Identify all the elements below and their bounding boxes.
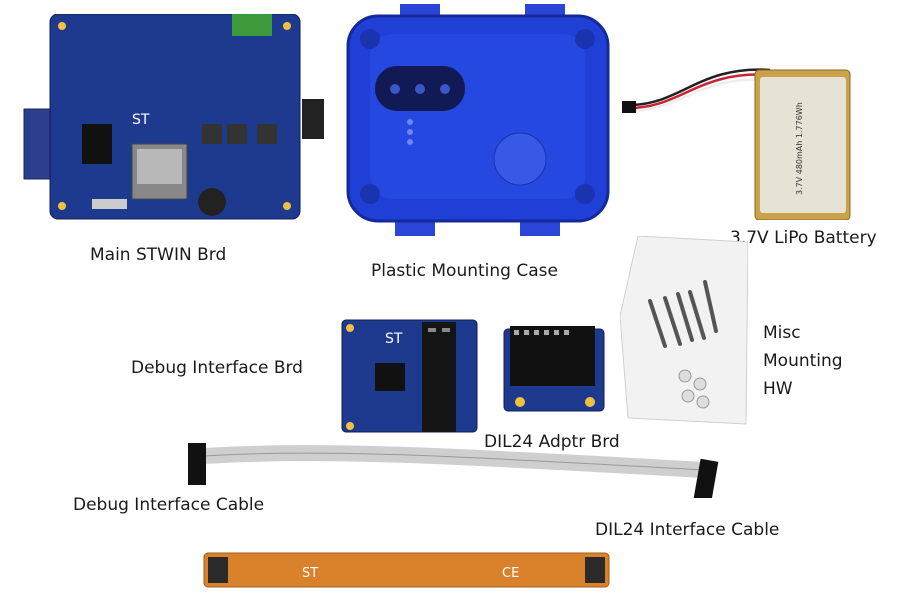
board-st-logo: ST <box>132 112 150 128</box>
case-label: Plastic Mounting Case <box>371 261 558 281</box>
misc-label-line-1: Misc <box>763 323 801 343</box>
lipo-battery-image: 3.7V 480mAh 1.776Wh <box>620 45 860 220</box>
misc-label-line-3: HW <box>763 379 793 399</box>
misc-label-line-2: Mounting <box>763 351 843 371</box>
battery-label: 3.7V LiPo Battery <box>730 228 877 248</box>
misc-hardware-label: Misc Mounting HW <box>763 322 863 400</box>
dil-adapter-label: DIL24 Adptr Brd <box>484 432 620 452</box>
debug-board-label: Debug Interface Brd <box>131 358 303 378</box>
flex-cable-st-logo: ST <box>302 566 318 581</box>
debug-board-st-logo: ST <box>385 331 403 347</box>
flex-cable-ce-mark: CE <box>502 566 519 581</box>
dil24-flex-cable-image: ST CE <box>202 545 612 593</box>
debug-interface-cable-image <box>185 438 725 498</box>
misc-hardware-bag-image <box>620 236 748 426</box>
dil-cable-label: DIL24 Interface Cable <box>595 520 780 540</box>
debug-cable-label: Debug Interface Cable <box>73 495 265 515</box>
battery-text: 3.7V 480mAh 1.776Wh <box>795 102 804 195</box>
debug-interface-board-image: ST <box>340 318 480 436</box>
main-stwin-board-image: ST <box>22 14 332 224</box>
main-board-label: Main STWIN Brd <box>90 245 227 265</box>
plastic-case-image <box>340 4 615 236</box>
dil24-adapter-board-image <box>502 324 607 414</box>
